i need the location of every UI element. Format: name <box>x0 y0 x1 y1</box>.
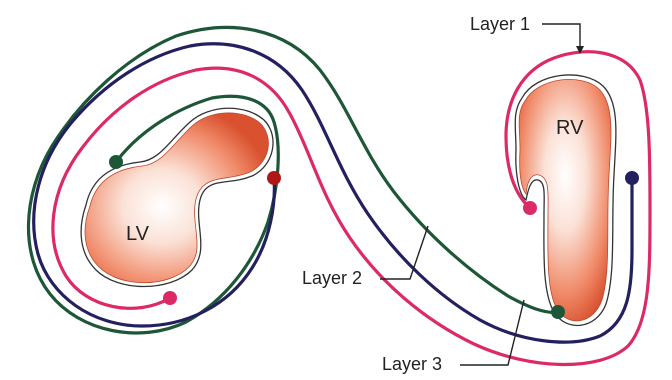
lv-label: LV <box>126 223 150 245</box>
layer-3-leader <box>460 300 524 365</box>
layer-3-label: Layer 3 <box>382 354 442 374</box>
layer-3-end-dot <box>551 305 565 319</box>
layer-2-end-dot <box>625 171 639 185</box>
layer-2-leader <box>380 226 428 279</box>
layer-1-label: Layer 1 <box>470 14 530 34</box>
layer-1-end-dot <box>523 201 537 215</box>
layer-3-start-dot <box>109 155 123 169</box>
rv-label: RV <box>556 117 584 139</box>
layer-2-start-dot <box>267 171 281 185</box>
rv-cavity <box>515 75 616 325</box>
layer-1-leader <box>542 24 580 50</box>
lv-cavity <box>81 108 273 286</box>
layer-1-start-dot <box>163 291 177 305</box>
layer-2-label: Layer 2 <box>302 268 362 288</box>
